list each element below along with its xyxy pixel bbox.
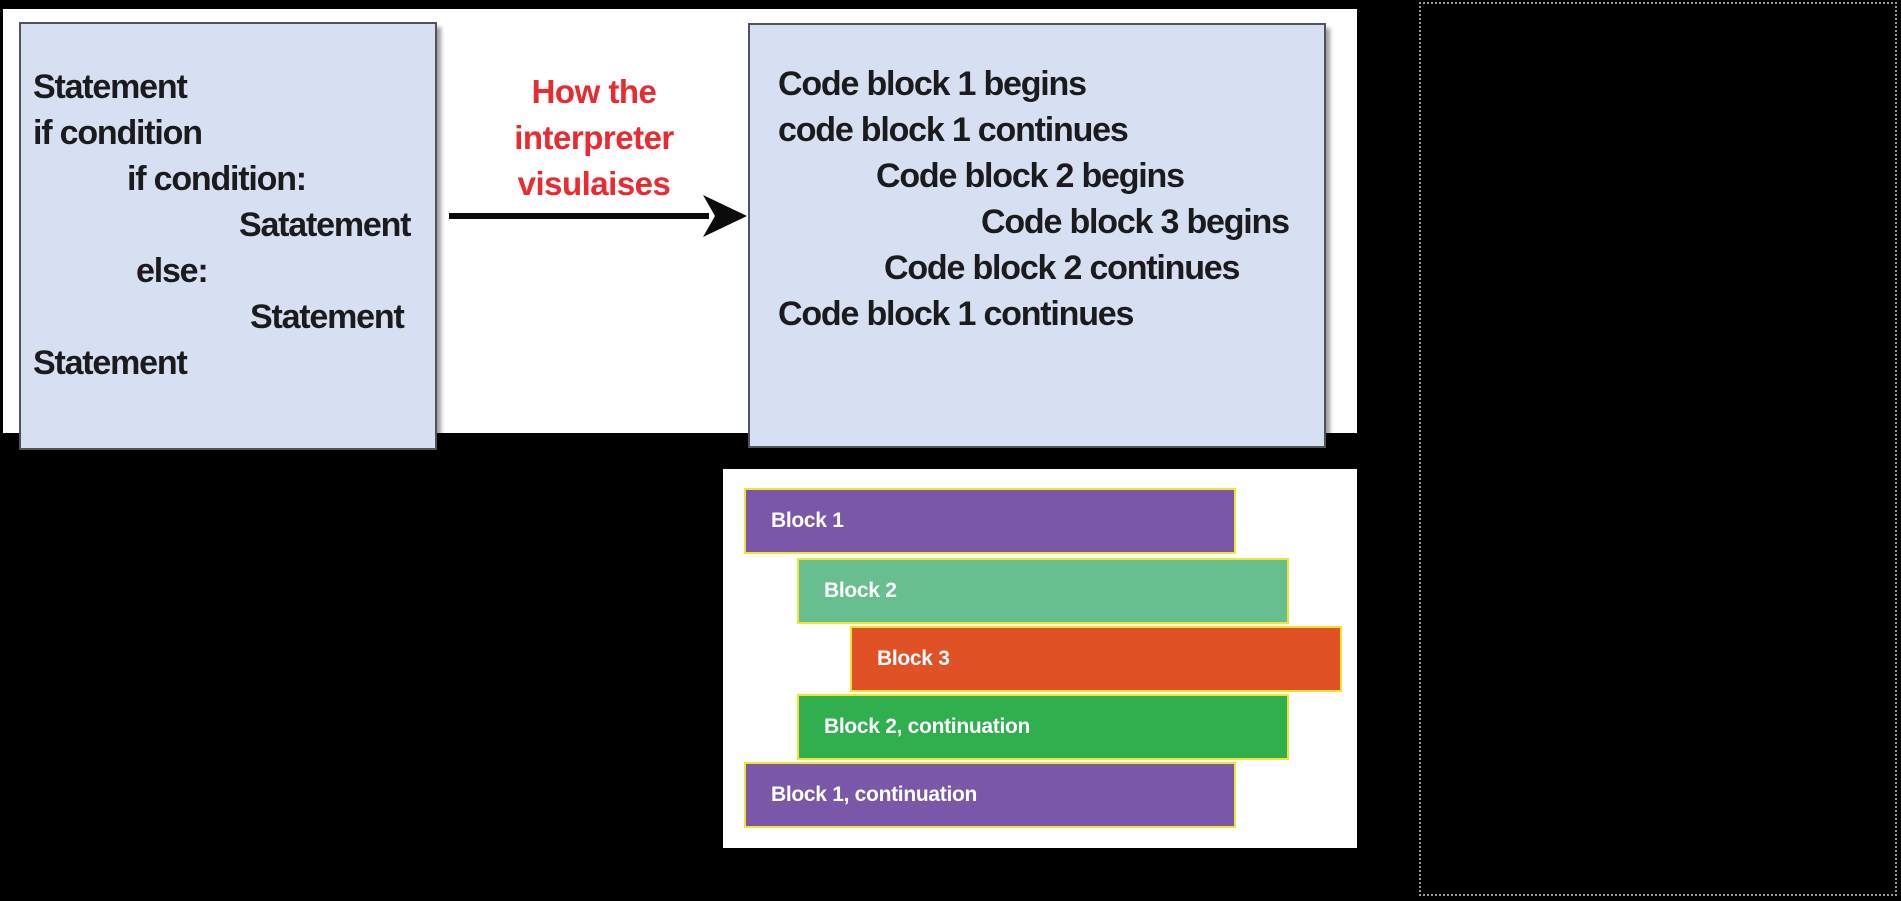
blocks-visualization-panel: Block 1 Block 2 Block 3 Block 2, continu… [723,469,1357,848]
code-line: code block 1 continues [778,111,1129,149]
block-label: Block 3 [877,647,950,670]
pseudocode-line: Statement [33,344,188,382]
block-label: Block 2 [824,579,897,602]
code-line: Code block 2 begins [876,157,1185,195]
annotation-line: How the [531,73,657,110]
arrow-right-icon [449,195,747,237]
pseudocode-line: Statement [33,68,188,106]
block-bar-3: Block 3 [850,626,1342,692]
flow-diagram-panel: Statement if condition if condition: Sat… [3,9,1357,450]
block-bar-2: Block 2 [797,558,1289,624]
interpreter-view-box: Code block 1 begins code block 1 continu… [748,23,1326,448]
code-line: Code block 1 begins [778,65,1087,103]
pseudocode-line: if condition [33,114,203,152]
annotation-line: interpreter [514,119,674,156]
block-bar-2-continuation: Block 2, continuation [797,694,1289,760]
block-label: Block 1 [771,509,844,532]
annotation-line: visulaises [517,165,671,202]
empty-selection-placeholder [1419,2,1897,896]
interpreter-annotation: How the interpreter visulaises [440,69,748,207]
block-bar-1-continuation: Block 1, continuation [744,762,1236,828]
pseudocode-line: if condition: [127,160,307,198]
code-line: Code block 2 continues [884,249,1240,287]
block-label: Block 2, continuation [824,715,1031,738]
pseudocode-line: else: [136,252,209,290]
block-label: Block 1, continuation [771,783,978,806]
code-line: Code block 3 begins [981,203,1290,241]
code-line: Code block 1 continues [778,295,1134,333]
pseudocode-line: Statement [250,298,405,336]
pseudocode-source-box: Statement if condition if condition: Sat… [19,22,437,450]
pseudocode-line: Satatement [239,206,411,244]
block-bar-1: Block 1 [744,488,1236,554]
